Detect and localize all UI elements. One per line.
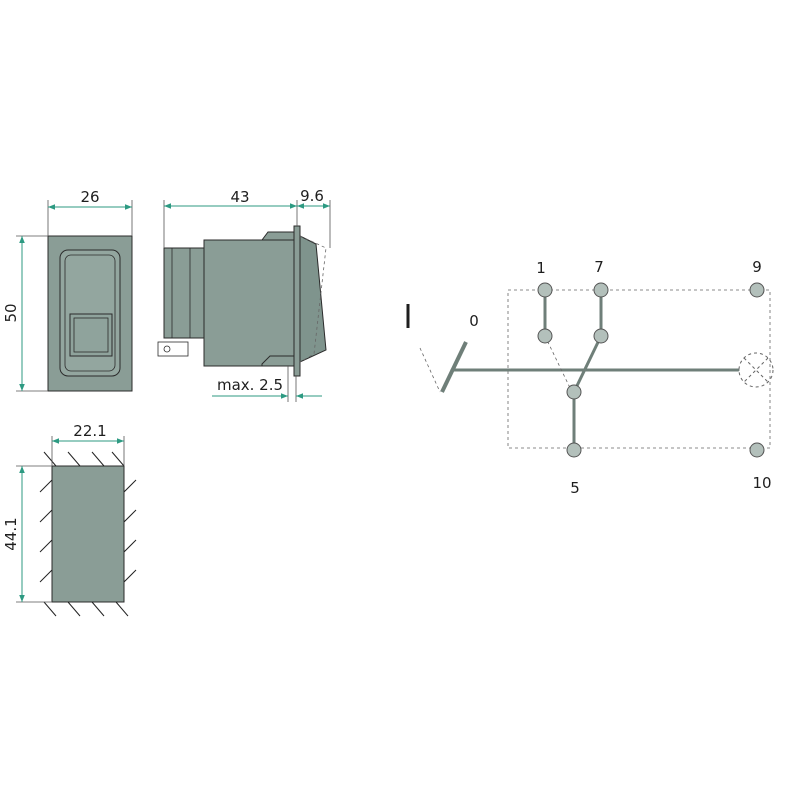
front-width-label: 26: [80, 188, 99, 206]
upper-clip: [261, 231, 297, 241]
front-view: 26 50: [2, 188, 133, 392]
rear-connector-block: [163, 247, 205, 339]
rocker-label: 9.6: [300, 187, 324, 205]
cutout-view: 22.1 44.1: [2, 422, 137, 617]
panel-cutout: [51, 465, 125, 603]
actuator-lever: [440, 341, 468, 393]
cutout-width-label: 22.1: [73, 422, 106, 440]
position-zero-label: 0: [469, 312, 479, 330]
rocker-face: [59, 249, 121, 377]
side-view: 43 9.6 max. 2.5: [157, 187, 331, 402]
wiring-schematic: 0 1 7 9 5 10 I: [406, 258, 774, 497]
terminal-7-label: 7: [594, 258, 604, 276]
switch-housing-side: [203, 239, 295, 367]
indicator-window-inner: [73, 317, 109, 353]
terminal-1: [537, 282, 553, 298]
rocker-side: [299, 235, 327, 363]
indicator-window: [69, 313, 113, 357]
common-blade: [572, 334, 603, 394]
terminal-tab: [157, 341, 189, 357]
terminal-1-label: 1: [536, 259, 546, 277]
terminal-tab-hole: [163, 345, 171, 353]
terminal-10-label: 10: [752, 474, 771, 492]
common-node: [566, 384, 582, 400]
terminal-9: [749, 282, 765, 298]
common-blade-alt: [544, 335, 573, 393]
panel-thickness-label: max. 2.5: [217, 376, 283, 394]
terminal-5-label: 5: [570, 479, 580, 497]
rocker-alt-position: [299, 235, 327, 363]
terminal-10: [749, 442, 765, 458]
lamp-symbol: [738, 352, 774, 388]
actuator-alt-position: [419, 347, 441, 393]
rocker-inner-frame: [64, 254, 116, 372]
terminal-5: [566, 442, 582, 458]
front-bezel: [293, 225, 301, 377]
contact-1-node: [537, 328, 553, 344]
front-height-label: 50: [2, 303, 20, 322]
terminal-9-label: 9: [752, 258, 762, 276]
cutout-height-label: 44.1: [2, 517, 20, 550]
terminal-7: [593, 282, 609, 298]
contact-7-node: [593, 328, 609, 344]
side-depth-label: 43: [230, 188, 249, 206]
